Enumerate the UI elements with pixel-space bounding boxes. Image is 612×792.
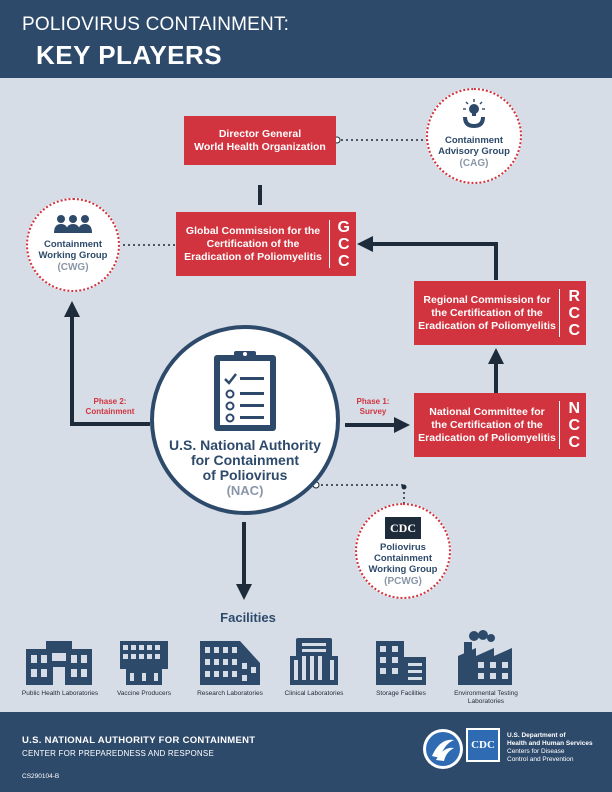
cwg-circle: Containment Working Group (CWG) [26, 198, 120, 292]
phase2-label: Phase 2: Containment [80, 397, 140, 417]
nac-line3: of Poliovirus [202, 467, 288, 483]
gcc-line3: Eradication of Poliomyelitis [184, 250, 322, 263]
who-director-general-box: Director General World Health Organizati… [184, 116, 336, 165]
pcwg-circle: CDC Poliovirus Containment Working Group… [355, 503, 451, 599]
ncc-box: National Committee for the Certification… [414, 393, 586, 457]
facilities-label: Facilities [220, 610, 276, 625]
hhs-line2: Health and Human Services [507, 740, 593, 747]
gcc-letter: G [337, 218, 350, 236]
ncc-letter: C [568, 416, 580, 434]
environmental-testing-laboratory-icon [458, 630, 512, 685]
rcc-letter: R [568, 287, 580, 305]
facility-label-environmental: Environmental Testing Laboratories [454, 690, 518, 705]
phase2-line1: Phase 2: [93, 397, 127, 406]
rcc-abbr: R C C [568, 281, 580, 345]
facility-label-storage: Storage Facilities [376, 690, 426, 697]
ncc-line3: Eradication of Poliomyelitis [418, 431, 556, 444]
who-line1: Director General [218, 127, 302, 140]
clinical-laboratory-icon [290, 638, 338, 685]
cwg-line2: Working Group [38, 250, 108, 261]
ncc-line1: National Committee for [429, 405, 545, 418]
phase1-line2: Survey [359, 407, 387, 416]
hhs-line3: Centers for Disease [507, 748, 565, 755]
nac-line1: U.S. National Authority [169, 437, 321, 453]
footer-line2: CENTER FOR PREPAREDNESS AND RESPONSE [22, 749, 214, 758]
working-group-icon [54, 215, 92, 233]
cag-line1: Containment [444, 135, 504, 146]
nac-line2: for Containment [190, 452, 300, 468]
facility-label-research: Research Laboratories [197, 690, 263, 697]
public-health-laboratory-icon [26, 641, 92, 685]
hhs-text: U.S. Department of Health and Human Serv… [507, 732, 593, 764]
phase2-line2: Containment [85, 407, 135, 416]
gcc-line2: Certification of the [206, 237, 300, 250]
hhs-line4: Control and Prevention [507, 756, 574, 763]
rcc-box: Regional Commission for the Certificatio… [414, 281, 586, 345]
cag-circle: Containment Advisory Group (CAG) [426, 88, 522, 184]
nac-to-cwg-arrow [64, 301, 150, 426]
publication-code: CS290104-B [22, 773, 60, 780]
rcc-line2: the Certification of the [431, 306, 543, 319]
footer-banner [0, 712, 612, 792]
footer-line1: U.S. NATIONAL AUTHORITY FOR CONTAINMENT [22, 735, 256, 746]
pcwg-abbr: (PCWG) [384, 576, 422, 587]
nac-circle: U.S. National Authority for Containment … [150, 325, 340, 515]
nac-abbr: (NAC) [226, 483, 264, 498]
rcc-letter: C [568, 304, 580, 322]
checklist-clipboard-icon [214, 351, 276, 431]
who-line2: World Health Organization [194, 140, 326, 153]
facility-label-public-health: Public Health Laboratories [21, 690, 99, 697]
ncc-letter: N [568, 399, 580, 417]
rcc-line3: Eradication of Poliomyelitis [418, 319, 556, 332]
gcc-letter: C [337, 252, 350, 270]
cag-line2: Advisory Group [438, 146, 510, 157]
header-title-line2: KEY PLAYERS [36, 40, 223, 70]
hhs-line1: U.S. Department of [507, 732, 566, 739]
rcc-letter: C [568, 321, 580, 339]
pcwg-line2: Containment [373, 553, 433, 564]
nac-pcwg-dotted [316, 484, 405, 504]
rcc-line1: Regional Commission for [423, 293, 551, 306]
pcwg-line1: Poliovirus [380, 542, 426, 553]
gcc-abbr: G C C [338, 212, 350, 276]
gcc-line1: Global Commission for the [185, 224, 321, 237]
cag-abbr: (CAG) [459, 158, 489, 169]
ncc-letter: C [568, 433, 580, 451]
header-banner: POLIOVIRUS CONTAINMENT: KEY PLAYERS [0, 0, 612, 78]
cwg-line1: Containment [43, 239, 103, 250]
advisor-icon [463, 99, 485, 128]
facility-label-vaccine: Vaccine Producers [116, 690, 172, 697]
cdc-logo: CDC [385, 517, 421, 539]
vaccine-producer-icon [120, 641, 168, 685]
pcwg-line3: Working Group [368, 564, 438, 575]
ncc-line2: the Certification of the [431, 418, 543, 431]
gcc-box: Global Commission for the Certification … [176, 212, 356, 276]
ncc-abbr: N C C [568, 393, 580, 457]
rcc-to-gcc-arrow [357, 236, 498, 280]
cwg-abbr: (CWG) [57, 262, 89, 273]
hhs-seal-icon [423, 729, 463, 769]
phase1-label: Phase 1: Survey [348, 397, 398, 417]
phase1-line1: Phase 1: [356, 397, 390, 406]
header-title-line1: POLIOVIRUS CONTAINMENT: [22, 14, 290, 35]
storage-facility-icon [376, 641, 426, 685]
gcc-letter: C [337, 235, 350, 253]
research-laboratory-icon [200, 641, 260, 685]
cdc-footer-logo: CDC [466, 728, 500, 762]
facility-label-clinical: Clinical Laboratories [284, 690, 344, 697]
